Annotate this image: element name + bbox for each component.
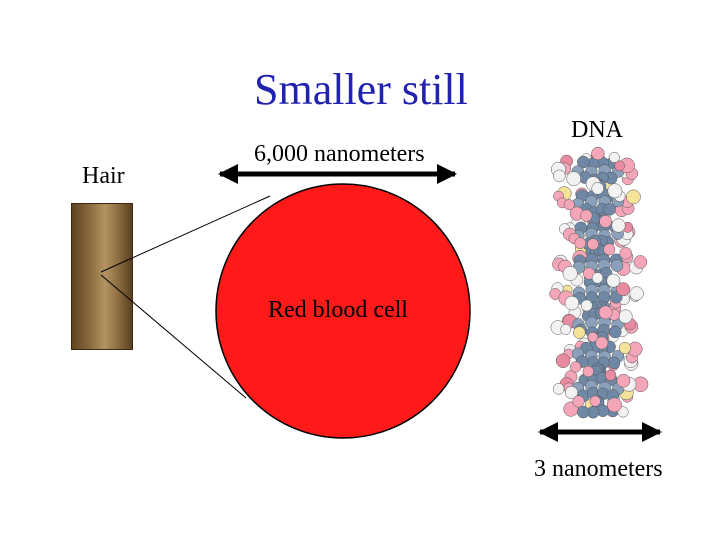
dna-atom [566,171,582,186]
dna-atom [595,336,609,350]
dna-atom [555,353,571,368]
dna-atom [577,405,590,419]
dna-atom [633,255,648,269]
dna-atom [607,356,621,370]
dna-width-label: 3 nanometers [534,456,663,482]
dna-molecule [549,146,649,419]
dna-atom [606,397,622,413]
dna-atom [604,369,617,381]
dna-atom [616,282,631,297]
dna-atom [582,365,594,378]
dna-atom [589,395,601,407]
dna-atom [608,325,622,339]
dna-atom [580,209,593,222]
dna-atom [587,331,599,343]
dna-atom [606,273,621,288]
dna-atom [603,243,616,256]
dna-atom [591,182,604,195]
dna-atom [608,151,620,163]
dna-atom [591,272,604,284]
cell-label: Red blood cell [268,297,408,323]
dna-atom [569,361,582,373]
dna-atom [618,309,633,324]
dna-atom [587,238,599,251]
dna-atom [580,299,593,312]
dna-atom [611,218,626,233]
dna-atom [619,247,632,260]
dna-atom [591,146,605,161]
dna-atom [552,383,565,395]
dna-atom [577,155,590,169]
zoom-line-top [100,195,271,273]
dna-atom [603,203,616,216]
dna-label: DNA [571,117,623,143]
dna-atom [564,295,580,311]
dna-atom [626,189,641,205]
dna-atom [564,386,579,400]
dna-atom [618,341,631,355]
dna-atom [610,259,624,272]
dna-atom [572,395,585,408]
cell-width-label: 6,000 nanometers [254,141,425,167]
dna-atom [598,305,613,320]
red-blood-cell [215,183,471,439]
dna-atom [562,265,578,282]
dna-atom [629,286,644,301]
dna-atom [599,215,612,228]
dna-atom [553,169,566,183]
dna-atom [574,237,587,249]
dna-atom [573,326,586,339]
dna-atom [616,373,631,388]
dna-atom [560,323,572,335]
slide-title: Smaller still [254,65,468,114]
dna-atom [607,183,623,199]
dna-atom [614,160,625,172]
dna-atom [563,199,575,211]
zoom-line-bottom [100,274,247,399]
hair-label: Hair [82,163,125,189]
